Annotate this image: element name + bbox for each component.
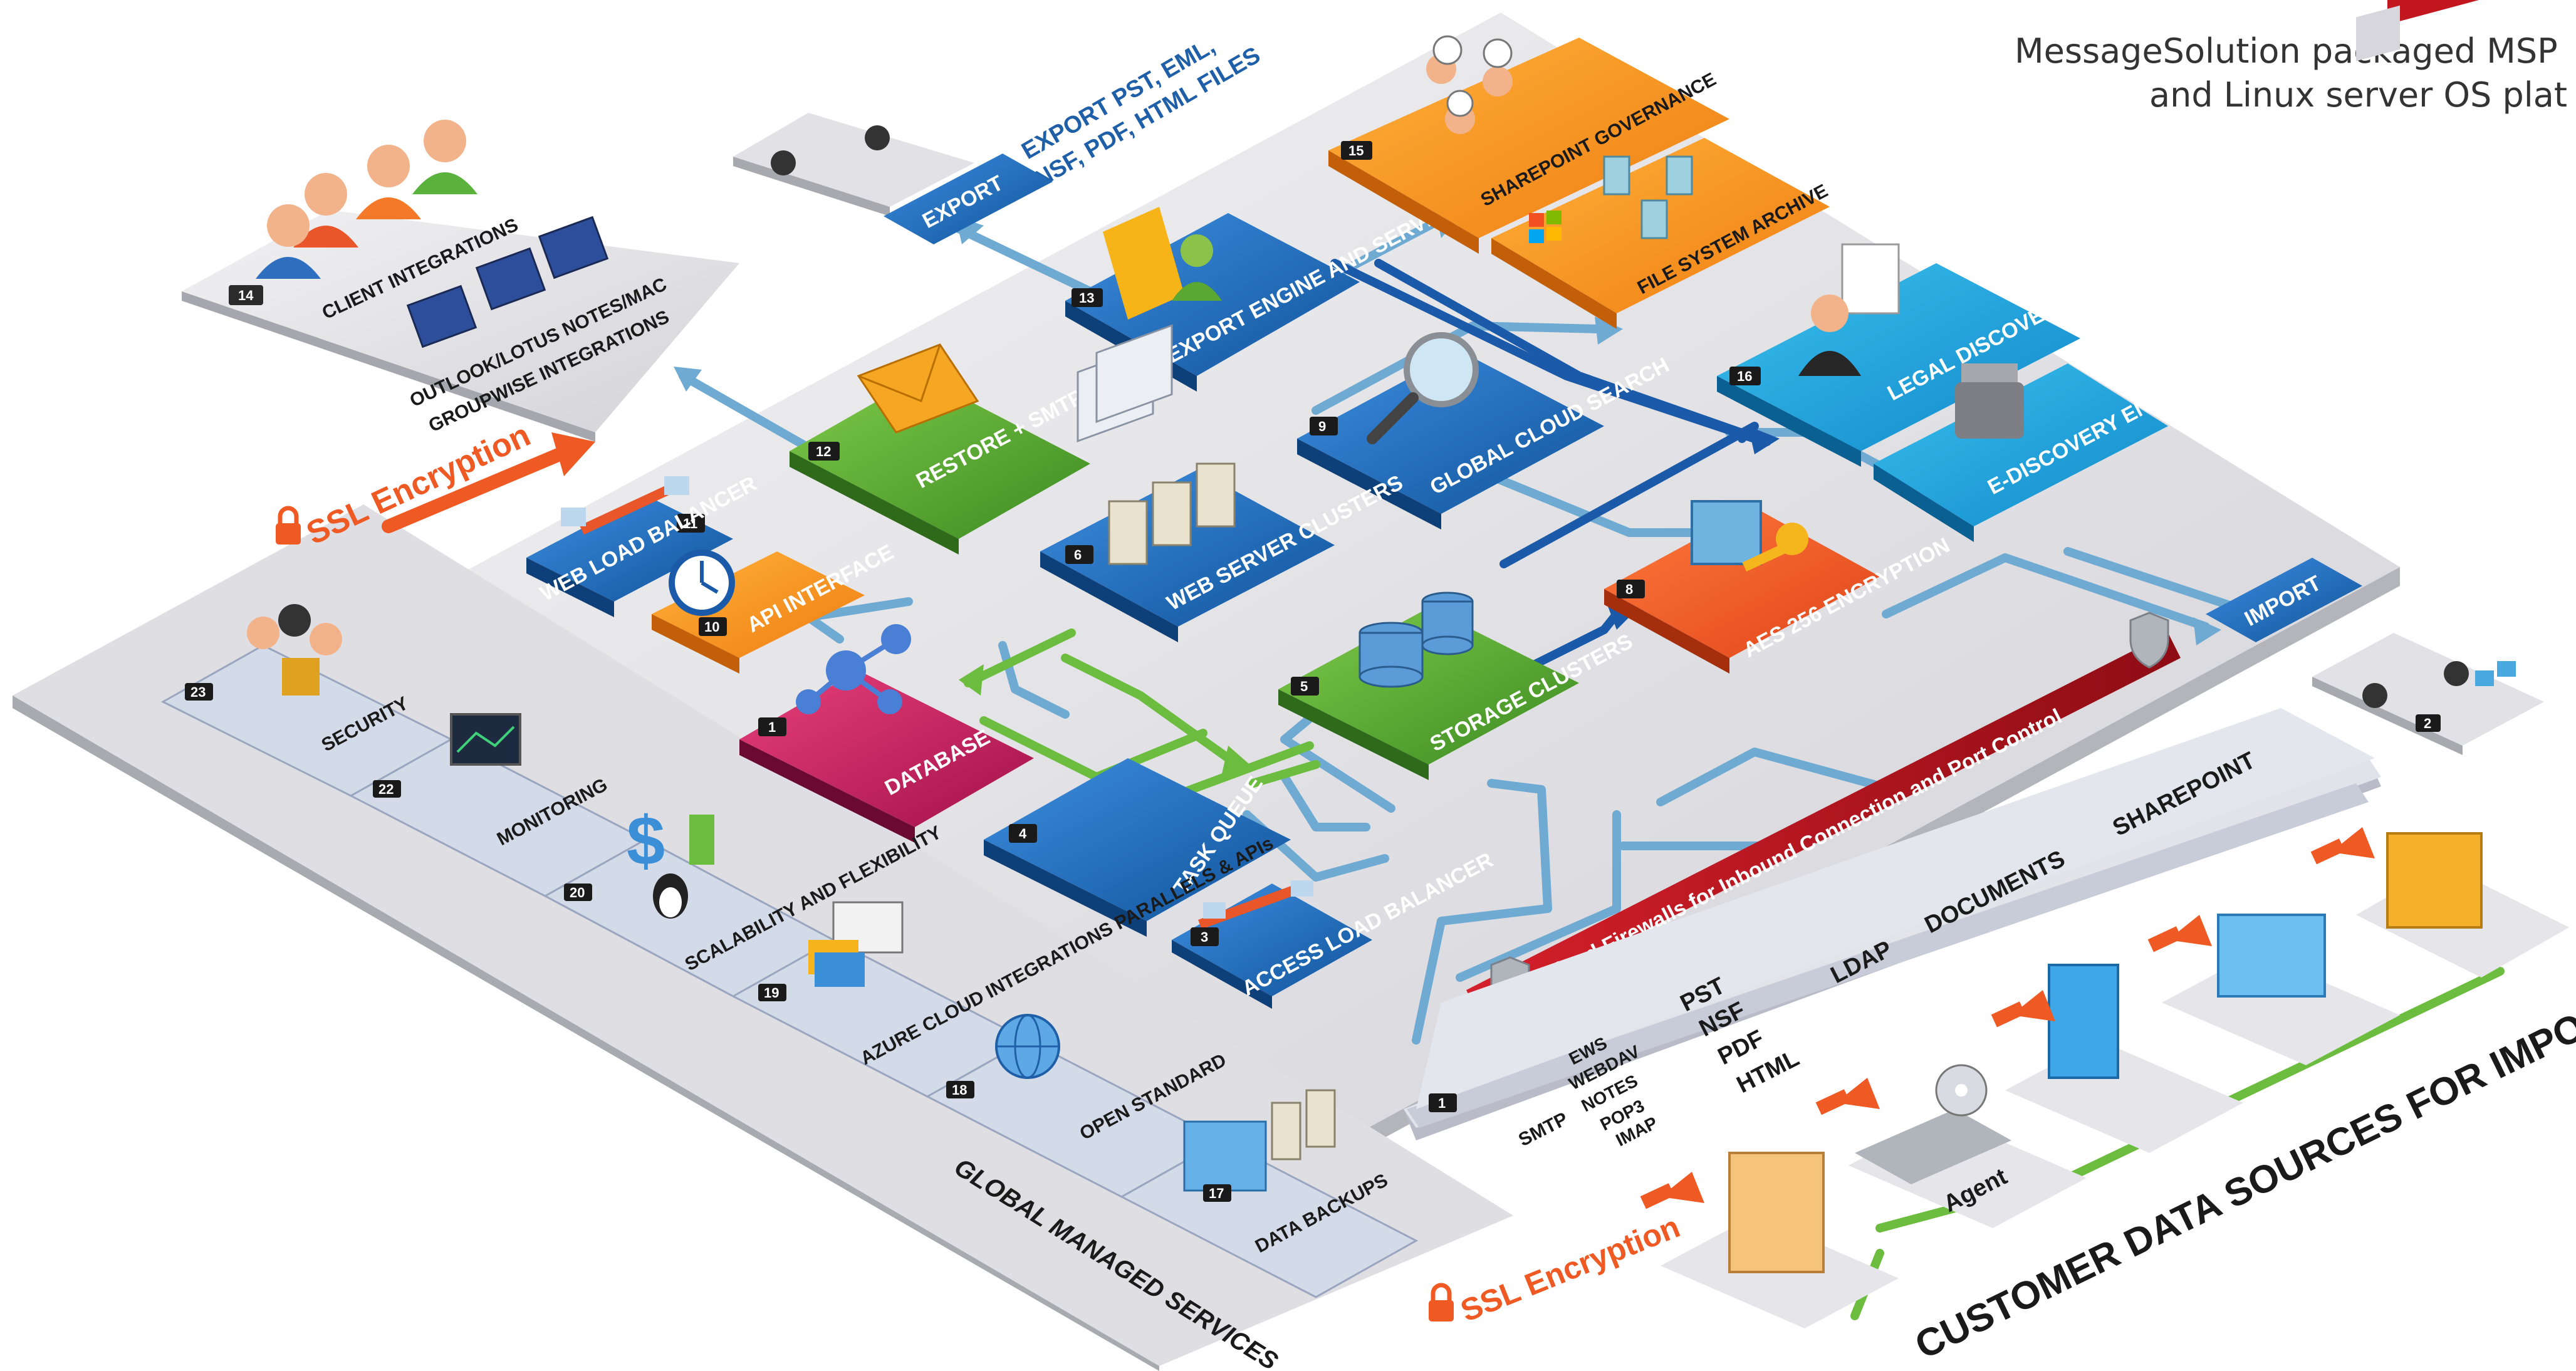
module-number: 16	[1737, 368, 1752, 384]
dollar-linux-icon: $	[627, 803, 714, 919]
module-number-badge	[1341, 141, 1372, 160]
truck-icon	[2387, 0, 2494, 25]
import-truck-platform	[2312, 633, 2544, 755]
protocol-col-2: EWS WEBDAV NOTES POP3 IMAP	[1566, 1033, 1661, 1150]
scale-icon	[1198, 880, 1313, 929]
module-number-badge	[1191, 927, 1219, 946]
module-number: 13	[1079, 290, 1094, 306]
title-line-2: and Linux server OS plat	[2149, 75, 2567, 115]
scale-icon	[561, 476, 689, 535]
clock-icon	[669, 550, 735, 616]
database-module[interactable]: 1 DATABASE	[739, 624, 1034, 843]
arrow-heads-green	[959, 664, 1253, 774]
key-icon	[1691, 500, 1808, 572]
module-number-badge	[1009, 824, 1037, 843]
globe-network-icon	[995, 1014, 1060, 1079]
windows-logo-icon	[1529, 211, 1562, 243]
protocol-panel: 1 SMTP EWS WEBDAV NOTES POP3 IMAP PST NS…	[1404, 708, 2381, 1150]
export-truck-platform	[733, 113, 974, 216]
users-icon	[256, 120, 477, 279]
module-number-badge	[185, 683, 213, 701]
file-folders-icon	[1077, 324, 1173, 443]
cards-icon	[808, 901, 904, 987]
engine-icon	[1955, 363, 2024, 439]
module-number-badge	[699, 617, 727, 636]
module-number-badge	[1065, 545, 1093, 564]
module-number: 17	[1209, 1186, 1224, 1201]
import-number: 2	[2424, 716, 2431, 731]
monitor-icon	[450, 713, 521, 766]
module-number: 5	[1300, 679, 1308, 694]
module-number: 15	[1348, 143, 1364, 159]
module-number-badge	[677, 514, 705, 533]
module-number-badge	[2416, 714, 2441, 732]
module-number: 6	[1074, 547, 1082, 563]
lock-icon	[1429, 1283, 1454, 1321]
magnifier-icon	[1367, 332, 1479, 444]
module-number-badge	[1310, 417, 1338, 435]
module-number: 12	[816, 444, 831, 459]
module-number: 18	[952, 1082, 967, 1098]
module-number-badge	[373, 780, 401, 798]
task-queue-module[interactable]: 4 TASK QUEUE	[984, 324, 1291, 937]
module-number: 14	[238, 288, 254, 303]
title-line-1: MessageSolution packaged MSP	[2015, 31, 2558, 71]
restore-smtp-module[interactable]: 12 RESTORE + SMTP	[790, 343, 1090, 555]
module-number-badge	[564, 884, 592, 901]
server-icon	[1108, 462, 1236, 565]
module-number-badge	[1072, 288, 1103, 307]
module-number-badge	[1429, 1093, 1457, 1112]
module-number: 10	[704, 619, 719, 635]
module-number: 23	[190, 684, 206, 700]
module-number-badge	[1291, 677, 1319, 696]
module-number: 8	[1625, 581, 1633, 597]
module-number-badge	[1617, 580, 1645, 598]
protocol-smtp: SMTP	[1515, 1108, 1571, 1150]
module-number: 4	[1019, 826, 1027, 842]
ssl-bottom-label: SSL Encryption	[1456, 1209, 1684, 1328]
export-truck	[771, 125, 890, 175]
module-number-badge	[758, 984, 786, 1001]
molecule-icon	[796, 624, 911, 714]
module-number-badge	[808, 442, 840, 461]
user-folder-icon	[1103, 207, 1222, 320]
disk-stack-icon	[1358, 592, 1474, 688]
module-number: 11	[683, 516, 697, 531]
security-users-icon	[247, 604, 342, 696]
module-number: 9	[1318, 419, 1326, 434]
module-number-badge	[946, 1081, 974, 1098]
svg-text:$: $	[627, 803, 665, 880]
monitor-icons	[406, 216, 609, 348]
lock-icon	[276, 506, 301, 545]
module-number: 1	[768, 719, 776, 735]
envelope-icon	[857, 343, 979, 434]
module-number: 19	[764, 985, 779, 1001]
module-number: 22	[378, 781, 394, 797]
module-number: 1	[1438, 1095, 1446, 1111]
module-number-badge	[1203, 1184, 1231, 1202]
agent-device	[1855, 1064, 2011, 1184]
module-number-badge	[758, 717, 786, 736]
chat-users-icon	[1426, 35, 1513, 134]
module-number: 3	[1201, 929, 1208, 945]
module-number: 20	[570, 885, 585, 900]
import-truck	[2356, 0, 2516, 708]
import-arrows	[1640, 827, 2375, 1209]
lawyer-icon	[1798, 243, 1900, 376]
module-number-badge	[1729, 367, 1761, 385]
module-number-badge	[229, 285, 263, 305]
building-icon	[1728, 832, 2483, 1273]
folders-icon	[1603, 155, 1693, 239]
